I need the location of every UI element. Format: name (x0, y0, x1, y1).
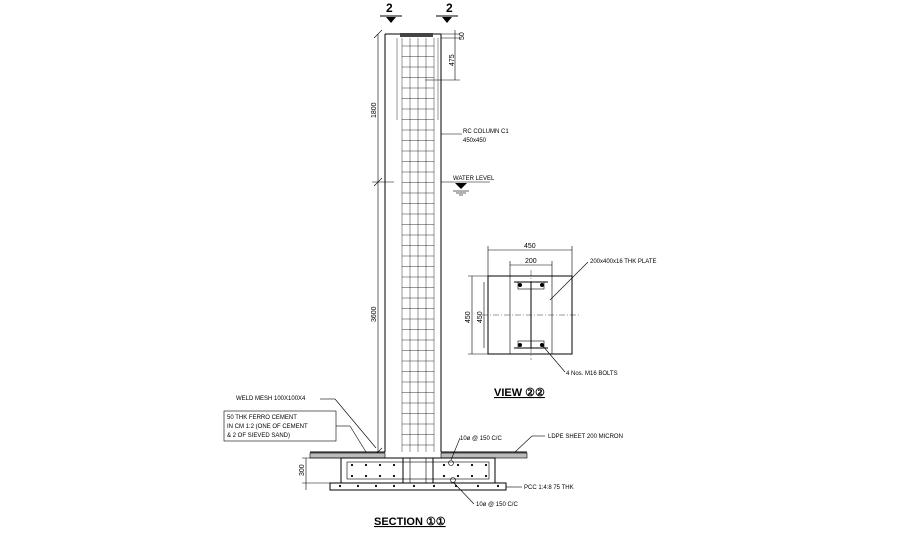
weld-mesh-callout: WELD MESH 100X100X4 (236, 396, 377, 449)
rc-column-label: RC COLUMN C1 (463, 129, 509, 135)
section-marker-left: 2 (380, 1, 402, 23)
ferro-line-3: & 2 OF SIEVED SAND) (227, 433, 290, 439)
foundation: 300 (299, 451, 528, 491)
dim-300: 300 (299, 464, 306, 476)
rebar-bottom-label: 10ø @ 150 C/C (476, 502, 518, 508)
dim-50: 50 (459, 32, 466, 40)
plate-view: 450 200 450 450 200x400x16 THK PLATE 4 N… (465, 243, 656, 377)
section-marker-left-label: 2 (386, 1, 393, 15)
rebar-top-callout: 10ø @ 150 C/C (448, 436, 502, 466)
plate-height-outer-dim: 450 (465, 311, 472, 323)
ferro-line-2: IN CM 1:2 (ONE OF CEMENT (227, 424, 308, 430)
section-marker-right: 2 (436, 1, 458, 23)
dim-3600: 3600 (371, 306, 378, 322)
water-level-marker: WATER LEVEL (441, 176, 495, 196)
plate-label: 200x400x16 THK PLATE (590, 259, 656, 265)
water-level-label: WATER LEVEL (453, 176, 495, 182)
pcc-label: PCC 1:4:8 75 THK (524, 485, 574, 491)
view-title: VIEW ②② (494, 387, 545, 399)
ferro-cement-callout: 50 THK FERRO CEMENT IN CM 1:2 (ONE OF CE… (223, 410, 367, 453)
rebar-top-label: 10ø @ 150 C/C (460, 436, 502, 442)
rebar-bottom-callout: 10ø @ 150 C/C (450, 477, 518, 508)
top-dimensions: 50 475 (425, 30, 466, 81)
rc-column-callout: RC COLUMN C1 450x450 (441, 129, 509, 144)
plate-height-inner-dim: 450 (477, 311, 484, 323)
rc-column (384, 33, 442, 452)
ldpe-label: LDPE SHEET 200 MICRON (548, 434, 623, 440)
section-title: SECTION ①① (374, 516, 446, 528)
rebar-cage (396, 38, 439, 452)
rc-column-size: 450x450 (463, 138, 487, 144)
plate-inner-width-dim: 200 (525, 258, 537, 265)
bolts-label: 4 Nos. M16 BOLTS (566, 371, 618, 377)
weld-mesh-label: WELD MESH 100X100X4 (236, 396, 306, 402)
height-dimensions: 1800 3600 (371, 29, 394, 457)
ldpe-callout: LDPE SHEET 200 MICRON (514, 434, 623, 453)
dim-475: 475 (449, 54, 456, 66)
rebar-dots (338, 463, 500, 488)
plate-width-dim: 450 (524, 243, 536, 250)
ferro-line-1: 50 THK FERRO CEMENT (227, 415, 297, 421)
dim-1800: 1800 (371, 102, 378, 118)
section-marker-right-label: 2 (446, 1, 453, 15)
pcc-callout: PCC 1:4:8 75 THK (506, 485, 574, 491)
